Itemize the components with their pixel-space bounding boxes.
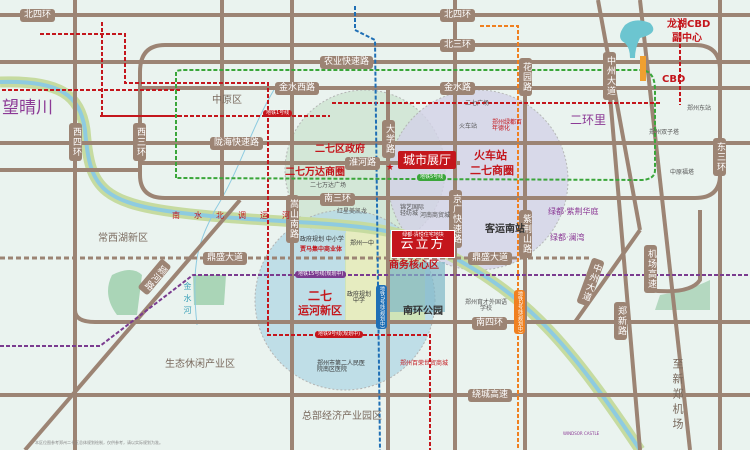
road-label: 西三环 xyxy=(133,123,146,161)
road-label: 农业快速路 xyxy=(320,56,374,69)
district-label: 生态休闲产业区 xyxy=(165,359,235,370)
road-label: 鼎盛大道 xyxy=(203,252,248,265)
showroom-label[interactable]: 城市展厅 xyxy=(398,151,457,169)
erhuanli-logo: 二环里 xyxy=(570,113,607,127)
road-label: 金水西路 xyxy=(275,82,320,95)
landmark-label: 郑州市第二人民医院南区医院 xyxy=(317,360,366,373)
gov27-label: 二七区政府 xyxy=(315,144,365,155)
landmark-label: 郑州百荣世贸商城 xyxy=(400,360,449,367)
metro-label: 地铁15号线(规划中) xyxy=(295,271,347,278)
road-label: 南四环 xyxy=(472,317,508,330)
road-label: 大学路 xyxy=(382,120,395,158)
road-label: 花园路 xyxy=(519,58,532,96)
road-label: 淮河路 xyxy=(345,157,381,170)
park-patch xyxy=(193,275,226,305)
metro-label: 地铁1号线 xyxy=(263,110,293,117)
cbd-tower xyxy=(640,56,646,81)
metro-label: 地铁2号线(规划中) xyxy=(514,290,525,335)
station-area-label: 火车站 xyxy=(474,149,507,162)
canal-label: 南水北调运河 xyxy=(172,211,304,220)
road-label: 中州大道 xyxy=(603,52,616,100)
road-label: 东三环 xyxy=(713,138,726,176)
district-label: 常西湖新区 xyxy=(98,233,148,244)
landmark-label: 郑州绿都百年德化 xyxy=(492,119,523,132)
road-label: 至新郑机场 xyxy=(671,358,684,433)
star-icon: ★ xyxy=(386,163,395,173)
road-label: 鼎盛大道 xyxy=(468,252,513,265)
core-label: 商务核心区 xyxy=(389,260,439,271)
project-tagline: 绿都·清悦住宅地块 xyxy=(402,232,444,238)
landmark-label: 政府规划中学 xyxy=(346,291,371,304)
landmark-label: 中原福塔 xyxy=(670,169,695,176)
station-area-label: 二七商圈 xyxy=(470,164,514,177)
road-label: 西四环 xyxy=(69,123,82,161)
road-label: 陇海快速路 xyxy=(210,137,264,150)
landmark-label: 二七广场 xyxy=(465,100,490,107)
landmark-label: 红星美凯龙 xyxy=(337,208,368,215)
road-label: 紫荆山路 xyxy=(519,210,532,258)
landmark-label: 贾马集中商业体 xyxy=(300,246,343,253)
landmark-label: 绿都·澜湾 xyxy=(550,233,585,242)
wangqing-logo: 望晴川 xyxy=(2,98,53,118)
bus-station-label: 客运南站 xyxy=(485,224,525,235)
landmark-label: 郑州东站 xyxy=(687,105,712,112)
district-label: 中原区 xyxy=(212,95,242,106)
windsor-logo: WINDSOR CASTLE xyxy=(563,431,600,436)
cbd-sub-label: 龙湖CBD xyxy=(667,19,711,30)
road-label: 绕城高速 xyxy=(468,389,513,402)
park-patch xyxy=(655,280,710,310)
road-label: 郑新路 xyxy=(614,302,627,340)
road-label: 金水路 xyxy=(440,82,476,95)
landmark-label: 锦艺国际轻纺城 xyxy=(400,204,425,217)
district-label: 总部经济产业园区 xyxy=(302,411,382,422)
landmark-label: 郑州双子塔 xyxy=(649,129,680,136)
road-label: 北三环 xyxy=(440,39,476,52)
project-name: 云立方 xyxy=(400,237,446,252)
yunhe-label: 运河新区 xyxy=(298,304,342,317)
yunhe-label: 二七 xyxy=(308,289,333,303)
road-label: 北四环 xyxy=(20,9,56,22)
footer-note: 本区位图参考郑州二七区总体规划绘制，仅供参考，请以实际规划为准。 xyxy=(35,440,163,445)
river-label: 金水河 xyxy=(183,282,192,318)
project-badge[interactable]: 绿都·清悦住宅地块 云立方 xyxy=(391,230,455,258)
road-label: 机场高速 xyxy=(644,245,657,293)
landmark-label: 火车站 xyxy=(459,123,478,130)
park-label: 南环公园 xyxy=(403,306,443,317)
metro-label: 地铁7号线(规划中) xyxy=(376,285,387,330)
landmark-label: 郑州一中 xyxy=(350,240,375,247)
park-patch xyxy=(108,270,142,315)
road-label: 嵩山南路 xyxy=(286,195,299,243)
landmark-label: 绿都·紫荆华庭 xyxy=(548,207,599,216)
cbd-sub-label: 副中心 xyxy=(672,33,702,44)
metro-label: 地铁9号线(规划中) xyxy=(315,331,364,338)
metro-label: 地铁5号线 xyxy=(417,174,447,181)
landmark-label: 政府规划 中小学 xyxy=(300,236,344,243)
road-label: 南三环 xyxy=(320,193,356,206)
jinshui-river xyxy=(194,87,276,326)
metro-lines xyxy=(0,6,750,450)
cbd-label: CBD xyxy=(662,74,686,85)
wanda-label: 二七万达商圈 xyxy=(285,167,345,178)
longhu-lake xyxy=(620,20,654,58)
landmark-label: 郑州育才外国语学校 xyxy=(465,299,508,312)
project-building xyxy=(390,262,445,312)
road-label: 北四环 xyxy=(440,9,476,22)
landmark-label: 二七万达广场 xyxy=(310,182,347,189)
landmark-label: 河南商贸城 xyxy=(420,212,451,219)
